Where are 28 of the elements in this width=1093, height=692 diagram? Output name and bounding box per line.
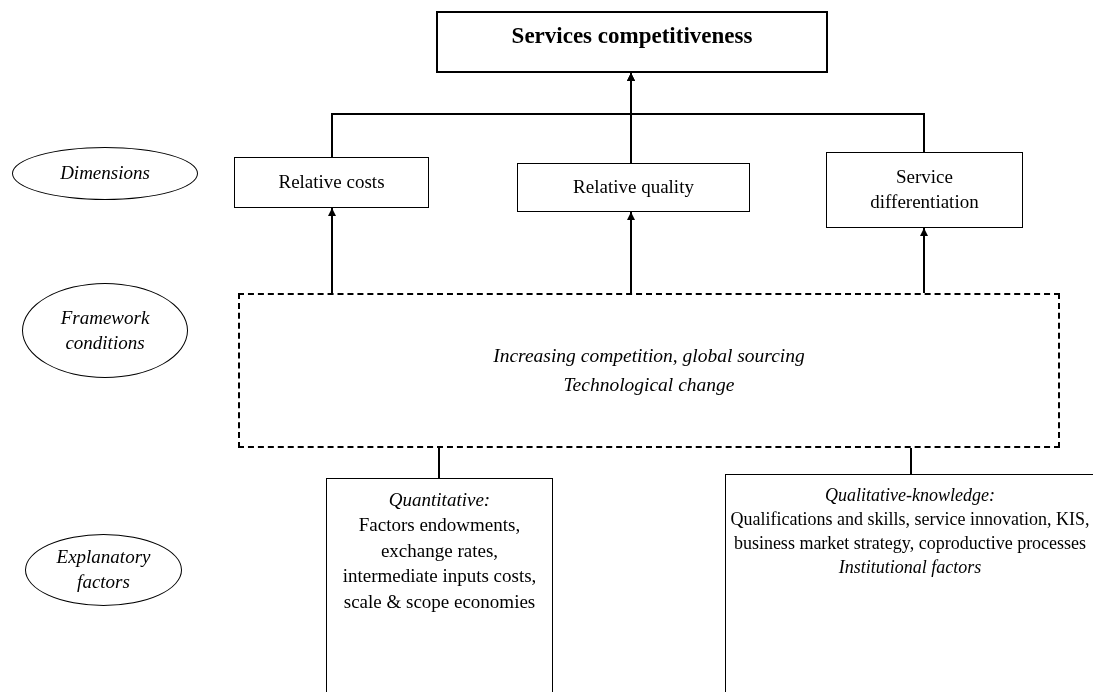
category-label: Explanatory factors bbox=[55, 545, 152, 594]
heading-text: Quantitative: bbox=[388, 488, 491, 512]
box-text: Qualifications and skills, service innovation, KIS, business market strategy, coproductive processes bbox=[729, 508, 1091, 556]
factor-box bbox=[326, 478, 553, 692]
box-text: Factors endowments, exchange rates, intermediate inputs costs, scale & scope economies bbox=[341, 513, 538, 614]
box-text: Institutional factors bbox=[838, 556, 982, 580]
factor-box bbox=[826, 152, 1023, 228]
factor-box bbox=[234, 157, 429, 208]
connector-line bbox=[910, 447, 912, 475]
box-text: Relative quality bbox=[573, 175, 694, 200]
arrow bbox=[627, 211, 635, 294]
factor-box bbox=[725, 474, 1093, 692]
arrow bbox=[627, 72, 925, 153]
category-label: Dimensions bbox=[60, 161, 150, 186]
box-text: Services competitiveness bbox=[511, 22, 753, 50]
category-label: Framework conditions bbox=[59, 305, 151, 355]
framework-box bbox=[238, 293, 1060, 448]
box-text: Service differentiation bbox=[869, 165, 980, 214]
box-text: Relative costs bbox=[278, 170, 385, 195]
connector-line bbox=[438, 447, 440, 479]
factor-box bbox=[517, 163, 750, 212]
box-text: Increasing competition, global sourcing bbox=[493, 344, 805, 369]
heading-text: Qualitative-knowledge: bbox=[825, 484, 995, 507]
arrow bbox=[920, 227, 928, 294]
arrow bbox=[328, 207, 336, 294]
category-ellipse bbox=[22, 283, 188, 378]
box-text: Technological change bbox=[563, 372, 735, 397]
title-box bbox=[436, 11, 828, 73]
